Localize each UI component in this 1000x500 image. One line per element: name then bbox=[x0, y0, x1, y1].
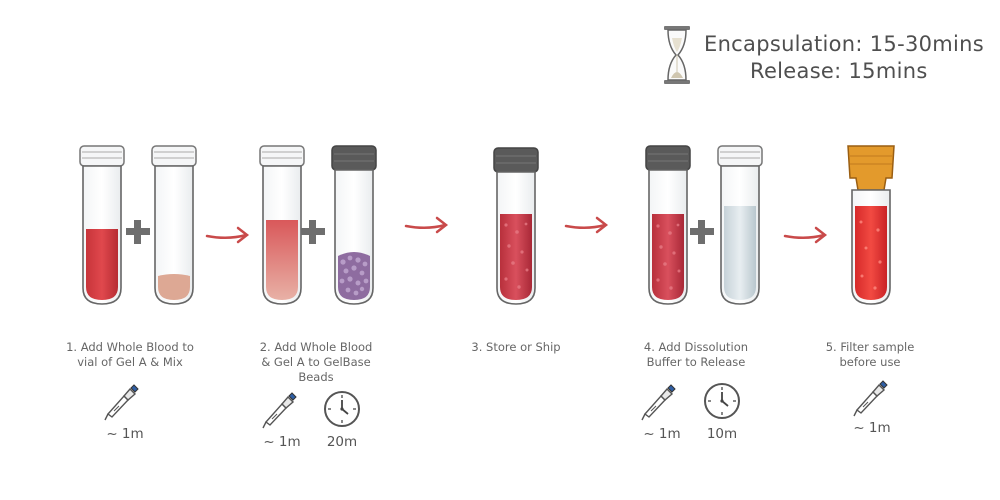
pipette-icon bbox=[262, 392, 297, 429]
step-2-pipette-time: ~ 1m bbox=[263, 434, 301, 450]
pipette-icon bbox=[853, 380, 888, 417]
step-4-clock-time: 10m bbox=[706, 426, 738, 442]
encapsulation-time: Encapsulation: 15-30mins bbox=[704, 32, 985, 56]
plus-icon bbox=[126, 220, 150, 244]
step-2-clock-time: 20m bbox=[326, 434, 358, 450]
tube-stored-sample bbox=[493, 147, 539, 305]
tube-blood-gel-mix bbox=[259, 145, 305, 305]
step-4-caption: 4. Add Dissolution Buffer to Release bbox=[643, 340, 749, 369]
arrow-right-icon bbox=[564, 216, 609, 234]
arrow-right-icon bbox=[404, 216, 449, 234]
step-4-pipette-time: ~ 1m bbox=[643, 426, 681, 442]
clock-icon bbox=[324, 391, 360, 427]
arrow-right-icon bbox=[783, 226, 828, 244]
timing-header: Encapsulation: 15-30mins Release: 15mins bbox=[660, 22, 990, 92]
step-1-pipette-time: ~ 1m bbox=[106, 426, 144, 442]
tube-dissolution-buffer bbox=[717, 145, 763, 305]
arrow-right-icon bbox=[205, 226, 250, 244]
tube-gel-a bbox=[151, 145, 197, 305]
step-1-caption: 1. Add Whole Blood to vial of Gel A & Mi… bbox=[66, 340, 194, 369]
step-3-caption: 3. Store or Ship bbox=[471, 340, 561, 354]
pipette-icon bbox=[641, 384, 676, 421]
pipette-icon bbox=[104, 384, 139, 421]
hourglass-icon bbox=[664, 26, 690, 84]
step-5-caption: 5. Filter sample before use bbox=[825, 340, 915, 369]
release-time: Release: 15mins bbox=[750, 59, 928, 83]
step-2-caption: 2. Add Whole Blood & Gel A to GelBase Be… bbox=[259, 340, 373, 384]
tube-filtered-sample bbox=[847, 145, 895, 305]
clock-icon bbox=[704, 383, 740, 419]
plus-icon bbox=[301, 220, 325, 244]
plus-icon bbox=[690, 220, 714, 244]
tube-gelbase-beads bbox=[331, 145, 377, 305]
tube-whole-blood bbox=[79, 145, 125, 305]
step-5-pipette-time: ~ 1m bbox=[853, 420, 891, 436]
tube-encapsulated-sample bbox=[645, 145, 691, 305]
